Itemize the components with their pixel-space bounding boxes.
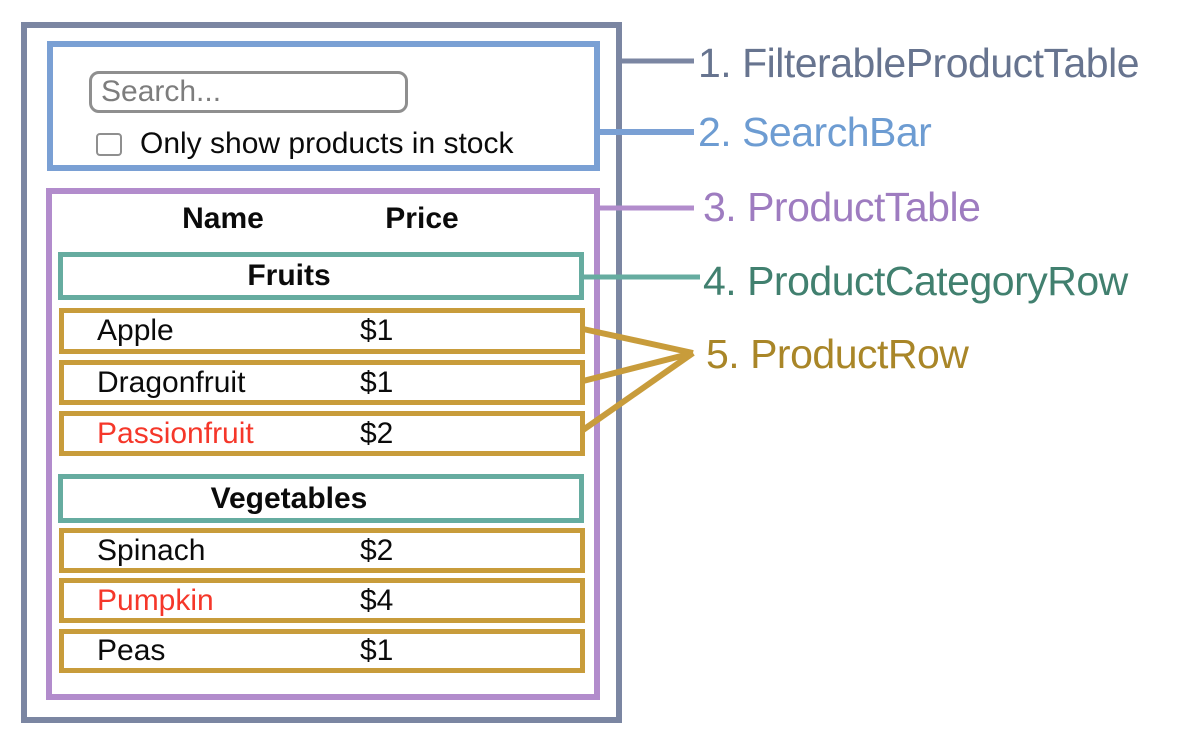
product-price: $1 bbox=[360, 365, 394, 399]
product-price: $2 bbox=[360, 533, 394, 567]
product-price: $1 bbox=[360, 634, 394, 667]
column-header-name: Name bbox=[182, 202, 264, 235]
product-row-pumpkin: Pumpkin $4 bbox=[59, 578, 585, 623]
product-price: $2 bbox=[360, 416, 394, 450]
legend-filterable-product-table: 1. FilterableProductTable bbox=[698, 40, 1140, 86]
legend-search-bar: 2. SearchBar bbox=[698, 109, 932, 155]
product-price: $1 bbox=[360, 314, 394, 347]
product-name: Spinach bbox=[97, 533, 206, 567]
category-row-fruits: Fruits bbox=[58, 252, 584, 300]
product-name: Dragonfruit bbox=[97, 365, 246, 399]
column-header-price: Price bbox=[385, 202, 459, 235]
legend-product-row: 5. ProductRow bbox=[706, 331, 969, 377]
product-row-spinach: Spinach $2 bbox=[59, 528, 585, 573]
category-label: Fruits bbox=[247, 259, 331, 292]
product-row-dragonfruit: Dragonfruit $1 bbox=[59, 360, 585, 405]
product-name: Passionfruit bbox=[97, 416, 254, 450]
category-row-vegetables: Vegetables bbox=[58, 474, 584, 523]
product-name: Pumpkin bbox=[97, 583, 214, 617]
in-stock-checkbox-label: Only show products in stock bbox=[140, 127, 514, 160]
product-row-apple: Apple $1 bbox=[59, 308, 585, 354]
product-row-peas: Peas $1 bbox=[59, 629, 585, 673]
legend-product-table: 3. ProductTable bbox=[703, 184, 981, 230]
search-input[interactable] bbox=[89, 71, 408, 113]
in-stock-checkbox[interactable] bbox=[96, 133, 122, 156]
category-label: Vegetables bbox=[210, 481, 368, 515]
product-row-passionfruit: Passionfruit $2 bbox=[59, 411, 585, 456]
legend-product-category-row: 4. ProductCategoryRow bbox=[703, 258, 1128, 304]
product-name: Peas bbox=[97, 634, 166, 667]
product-price: $4 bbox=[360, 583, 394, 617]
product-name: Apple bbox=[97, 314, 174, 347]
